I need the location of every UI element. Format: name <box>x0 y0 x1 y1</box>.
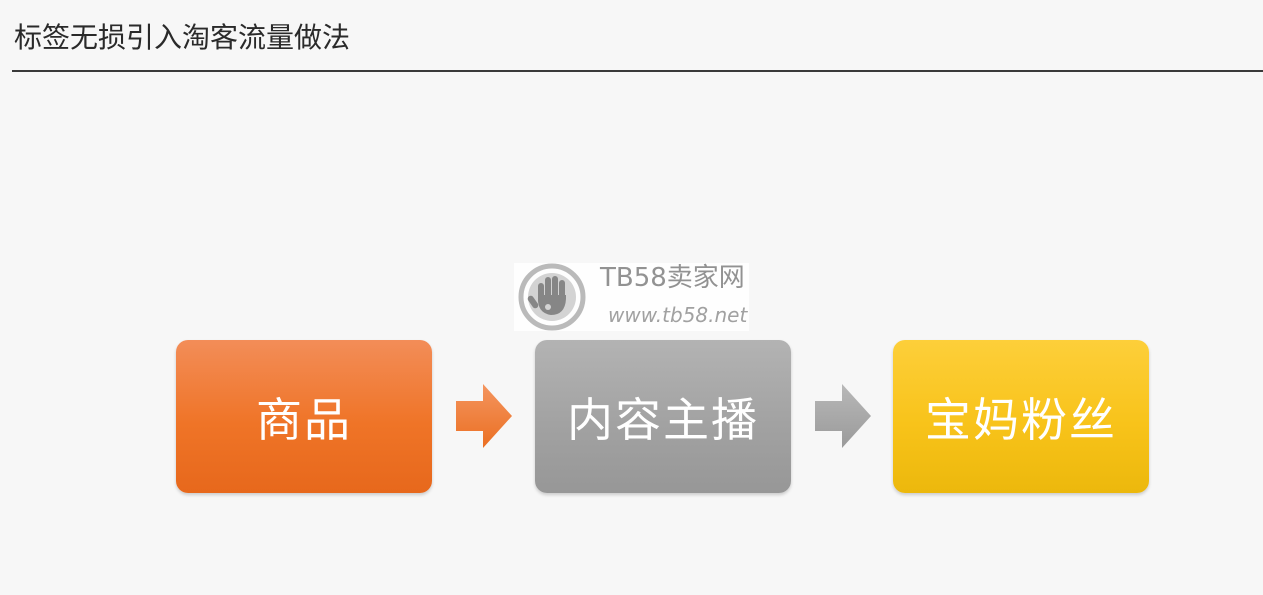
flow-step-mom-fans: 宝妈粉丝 <box>893 340 1149 493</box>
watermark: TB58卖家网 www.tb58.net <box>514 263 749 331</box>
arrow-right-icon <box>456 384 512 448</box>
flow-step-product: 商品 <box>176 340 432 493</box>
arrow-right-icon <box>815 384 871 448</box>
flow-step-content-streamer: 内容主播 <box>535 340 791 493</box>
hand-icon <box>518 263 586 331</box>
title-divider <box>12 70 1263 72</box>
watermark-brand: TB58卖家网 <box>600 263 745 293</box>
watermark-url: www.tb58.net <box>608 303 748 327</box>
page-title: 标签无损引入淘客流量做法 <box>14 21 351 54</box>
